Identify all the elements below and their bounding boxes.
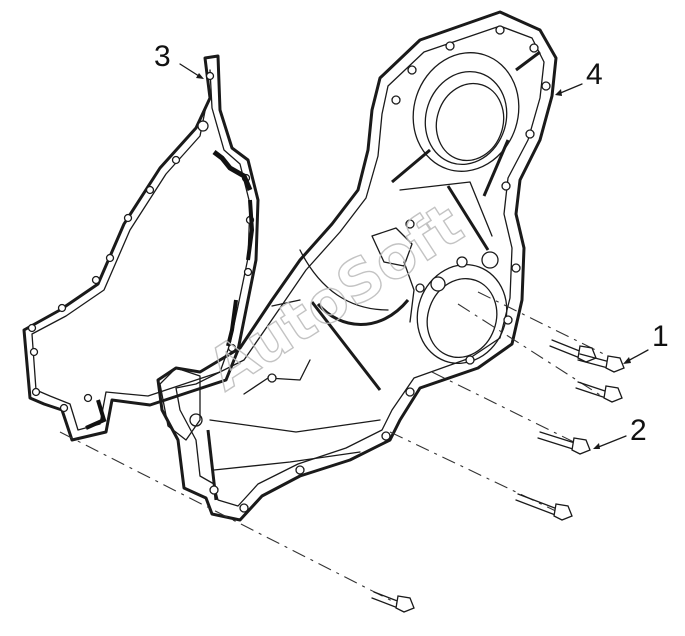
- callout-1: 1: [652, 320, 669, 353]
- bolt-1b: [577, 353, 625, 373]
- bolt-long: [515, 493, 573, 521]
- gasket: [22, 54, 260, 442]
- callout-2: 2: [630, 414, 647, 447]
- bolt-2: [537, 431, 591, 455]
- leader-lines: [179, 63, 649, 449]
- callout-3: 3: [154, 40, 171, 73]
- bolts: [59, 291, 625, 613]
- front-cover: [156, 10, 558, 522]
- bolt-1c: [575, 381, 623, 403]
- callout-4: 4: [586, 58, 603, 91]
- bolt-1: [549, 339, 597, 363]
- bolt-bottom: [371, 591, 415, 613]
